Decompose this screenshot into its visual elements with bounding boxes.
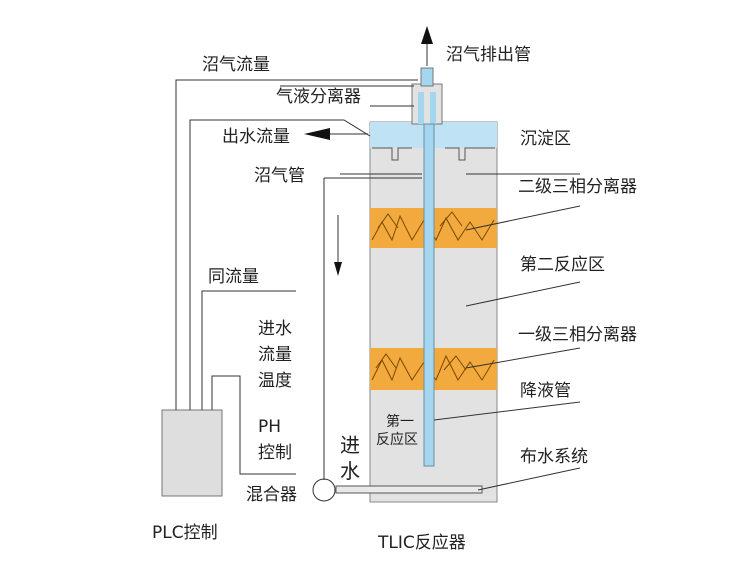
control-label: 控制 xyxy=(258,443,292,463)
biogas-pipe-label: 沼气管 xyxy=(254,166,305,186)
water-in-label-1: 进 xyxy=(340,433,360,457)
water-distribution-label: 布水系统 xyxy=(520,447,588,467)
downcomer-label: 降液管 xyxy=(520,381,571,401)
biogas-outlet-arrow xyxy=(421,26,433,44)
biogas-outlet-label: 沼气排出管 xyxy=(446,45,531,65)
gas-liquid-separator-box xyxy=(411,83,443,125)
reactor-name-label: TLIC反应器 xyxy=(377,533,466,553)
effluent-arrow xyxy=(304,128,330,140)
plc-control-label: PLC控制 xyxy=(152,523,218,543)
biogas-flow-label: 沼气流量 xyxy=(202,55,270,75)
mixer-label: 混合器 xyxy=(246,485,297,505)
separator-inner-left xyxy=(418,92,424,124)
primary-separator-label: 一级三相分离器 xyxy=(518,325,637,345)
distribution-pipe xyxy=(335,485,483,494)
first-reaction-zone-label-1: 第一 xyxy=(386,413,414,430)
central-pipe xyxy=(423,123,435,467)
flow-label: 流量 xyxy=(258,345,292,365)
ph-label: PH xyxy=(258,417,281,437)
recycle-flow-label: 同流量 xyxy=(208,267,259,287)
separator-inner-right xyxy=(430,92,436,124)
water-in-label-2: 水 xyxy=(340,459,360,483)
influent-label: 进水 xyxy=(258,319,292,339)
settling-hoods xyxy=(372,147,495,161)
plc-box xyxy=(161,409,223,497)
second-reaction-zone-label: 第二反应区 xyxy=(520,255,605,275)
effluent-flow-label: 出水流量 xyxy=(222,127,290,147)
mixer-circle xyxy=(312,478,336,502)
temperature-label: 温度 xyxy=(258,371,292,391)
gas-liquid-separator-label: 气液分离器 xyxy=(276,87,361,107)
secondary-separator-label: 二级三相分离器 xyxy=(518,177,637,197)
first-reaction-zone-label-2: 反应区 xyxy=(376,431,418,448)
biogas-exhaust-pipe xyxy=(420,67,434,87)
settling-zone-label: 沉淀区 xyxy=(520,129,571,149)
down-flow-arrow xyxy=(334,262,342,276)
